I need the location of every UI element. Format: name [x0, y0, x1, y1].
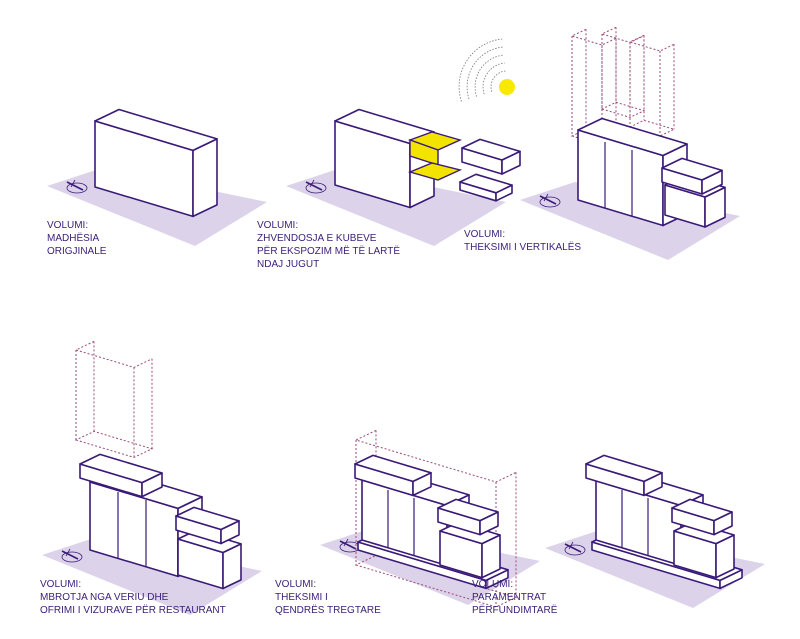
panel-5-label: VOLUMI: THEKSIMI I QENDRËS TREGTARE [275, 578, 381, 617]
box-top-face [437, 498, 499, 522]
box-base-edge [74, 340, 153, 368]
box-top-face [79, 453, 163, 484]
box-top-face [354, 454, 432, 483]
vertical-tower-outline [600, 26, 646, 118]
panel-2-label: VOLUMI: ZHVENDOSJA E KUBEVE PËR EKSPOZIM… [257, 219, 400, 271]
north-arrow [61, 550, 79, 560]
box-side-face [192, 138, 218, 218]
sun [499, 79, 515, 95]
box-base-edge [600, 26, 645, 43]
north-tick [65, 548, 71, 557]
label-title: VOLUMI: [275, 579, 317, 590]
north-circle [539, 196, 561, 208]
box-top-edge [600, 101, 646, 118]
restaurant-volume [585, 454, 663, 497]
restaurant-volume [79, 453, 163, 498]
panel-4-label: VOLUMI: MBROTJA NGA VERIU DHE OFRIMI I V… [40, 578, 226, 617]
label-line: THEKSIMI I VERTIKALËS [464, 242, 582, 253]
label-line: OFRIMI I VIZURAVE PËR RESTAURANT [40, 605, 226, 616]
side-cube [671, 498, 733, 536]
panel-3-label: VOLUMI: THEKSIMI I VERTIKALËS [464, 228, 581, 254]
sun-ray-arc [466, 46, 504, 100]
label-line: PARAMENTRAT [472, 592, 547, 603]
vertical-tower-outline [628, 34, 676, 137]
north-tick [568, 541, 574, 550]
label-title: VOLUMI: [472, 579, 514, 590]
label-line: PËR EKSPOZIM MË TË LARTË [257, 246, 400, 257]
panel-original-volume [47, 108, 267, 246]
box-base-edge [628, 34, 675, 52]
north-arrow-icon [305, 179, 327, 194]
label-line: MBROTJA NGA VERIU DHE [40, 592, 169, 603]
north-tick [70, 179, 76, 188]
shifted-cube [459, 173, 513, 202]
ground-plane [520, 182, 740, 260]
sun-ray-arc [482, 62, 505, 95]
label-line: PËRFUNDIMTARË [472, 605, 558, 616]
north-circle [66, 182, 88, 194]
label-title: VOLUMI: [257, 220, 299, 231]
north-tick [543, 193, 549, 202]
box-top-face [577, 117, 688, 157]
north-arrow [539, 195, 557, 205]
box-top-face [661, 157, 723, 181]
panel-north-protection [42, 340, 262, 615]
original-volume [94, 108, 218, 218]
label-line: ORIGJINALE [47, 246, 107, 257]
box-top-edge [74, 430, 154, 458]
box-top-face [175, 506, 240, 531]
side-cube [437, 498, 499, 536]
side-cube [439, 521, 501, 579]
sun-ray-arc [458, 38, 503, 102]
north-tick [309, 179, 315, 188]
restaurant-tower-outline [74, 340, 154, 458]
north-arrow [66, 181, 84, 191]
label-line: THEKSIMI I [275, 592, 328, 603]
label-line: NDAJ JUGUT [257, 259, 320, 270]
ground-plane [42, 537, 262, 615]
label-line: MADHËSIA [47, 233, 100, 244]
panel-6-label: VOLUMI: PARAMENTRAT PËRFUNDIMTARË [472, 578, 557, 617]
north-arrow [339, 540, 357, 550]
panel-shifted-cubes [286, 38, 521, 246]
shifted-cube [461, 138, 521, 175]
box-base-edge [570, 28, 617, 46]
box-top-face [585, 454, 663, 483]
panel-commercial-center [320, 429, 540, 608]
label-title: VOLUMI: [47, 220, 89, 231]
label-title: VOLUMI: [464, 229, 506, 240]
north-arrow-icon [61, 548, 83, 563]
north-arrow-icon [539, 193, 561, 208]
panel-1-label: VOLUMI: MADHËSIA ORIGJINALE [47, 219, 106, 258]
sun-icon [458, 38, 515, 102]
box-top-face [94, 108, 218, 152]
label-line: QENDRËS TREGTARE [275, 605, 381, 616]
panel-final-parameters [545, 454, 765, 608]
box-top-face [671, 498, 733, 522]
north-circle [305, 182, 327, 194]
box-top-face [459, 173, 513, 194]
restaurant-volume [354, 454, 432, 497]
shifted-cube-void [407, 162, 463, 181]
sun-ray-arc [474, 54, 504, 97]
north-circle [564, 544, 586, 556]
north-arrow-icon [564, 541, 586, 556]
label-line: ZHVENDOSJA E KUBEVE [257, 233, 377, 244]
side-cube [661, 157, 723, 195]
panel-vertical-emphasis [520, 26, 740, 260]
north-circle [61, 551, 83, 563]
north-arrow [305, 181, 323, 191]
label-title: VOLUMI: [40, 579, 82, 590]
north-tick [343, 538, 349, 547]
north-arrow-icon [66, 179, 88, 194]
sun-ray-arc [490, 70, 506, 92]
side-cube [175, 506, 240, 545]
box-top-face [461, 138, 521, 161]
north-arrow [564, 543, 582, 553]
